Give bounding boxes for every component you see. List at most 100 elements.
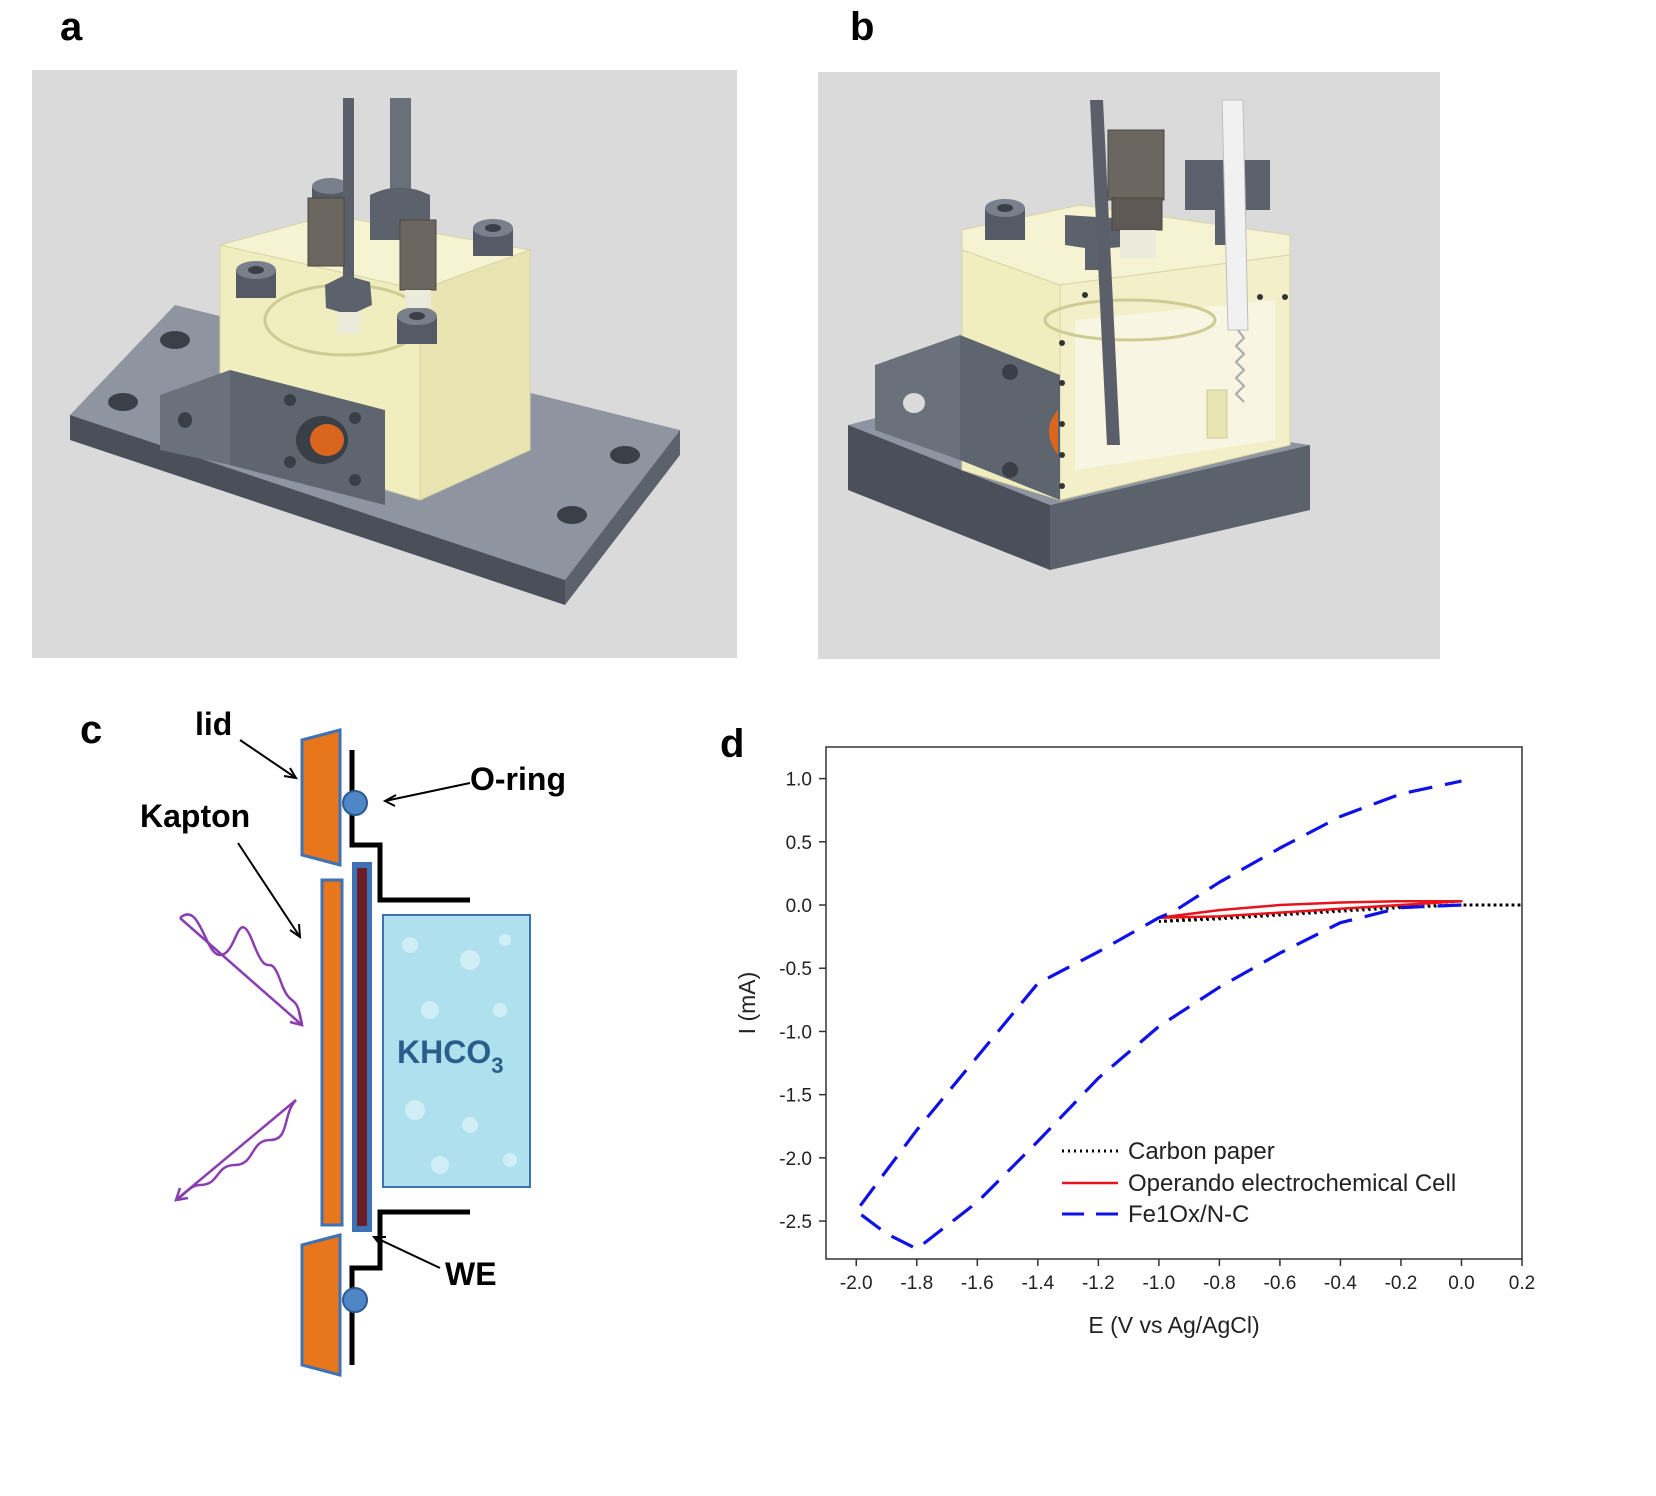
x-tick-label: -0.6 [1264,1273,1297,1294]
y-tick-label: -2.0 [779,1149,812,1170]
x-axis-label: E (V vs Ag/AgCl) [1088,1312,1259,1338]
kapton-window [320,878,344,1227]
hex-nut [325,275,372,315]
window-plate [960,335,1060,500]
legend-label-fe1ox: Fe1Ox/N-C [1128,1201,1249,1228]
hex-fitting [1107,129,1165,201]
panel-a-render [32,70,737,658]
series-line-carbon-paper [1158,903,1524,923]
inner-post [1206,389,1228,439]
x-tick-label: -1.0 [1142,1273,1175,1294]
top-screw [985,199,1025,240]
plate-screw [1002,462,1018,478]
x-tick-label: -1.8 [900,1273,933,1294]
legend-label-operando-cell: Operando electrochemical Cell [1128,1170,1456,1197]
y-tick-label: 1.0 [786,770,812,791]
series-line-fe1ox-n-c [854,779,1462,1251]
hex-fitting [307,197,345,267]
base-plate-front [70,415,565,605]
y-axis-ticks: 1.0 0.5 0.0 -0.5 -1.0 -1.5 -2.0 -2.5 [779,770,826,1233]
electrode-rod [390,98,411,208]
fitting-sleeve [1120,230,1156,258]
window-kapton [1049,410,1058,455]
fitting-sleeve [405,290,431,308]
base-hole [108,393,138,411]
base-block-side [1050,445,1310,570]
base-block-front [848,425,1050,570]
bracket-hole [178,412,192,428]
x-tick-label: -1.2 [1082,1273,1115,1294]
leader-arrows [237,739,471,1269]
electrolyte-subscript: 3 [491,1053,503,1078]
oring-bottom [342,1287,368,1313]
plate-screw [349,474,361,486]
electrode-rod [343,98,354,280]
base-hole [160,331,190,349]
y-tick-label: -1.5 [779,1086,812,1107]
panel-d-chart: d -2.0 -1.8 -1.6 -1.4 -1.2 -1.0 -0.8 -0.6 -0.4 -0… [720,722,1535,1338]
y-tick-label: -2.5 [779,1212,812,1233]
electrode-rod [1090,100,1120,445]
y-tick-label: -1.0 [779,1022,812,1043]
x-tick-label: -0.2 [1385,1273,1418,1294]
top-screw [473,219,513,256]
working-electrode-core [357,868,367,1226]
plate-screw [284,394,296,406]
plate-screw [349,412,361,424]
electrolyte-label: KHCO3 [397,1034,503,1078]
x-tick-label: -0.4 [1324,1273,1357,1294]
top-screw [397,307,437,344]
plot-frame [825,746,1523,1260]
cell-body-right [419,249,531,501]
oring-top [342,790,368,816]
plate-screw [1002,364,1018,380]
x-tick-label: -1.6 [961,1273,994,1294]
x-tick-label: -2.0 [840,1273,873,1294]
window-kapton [310,424,344,456]
incident-xray-icon [179,913,304,1027]
lid-label: lid [195,706,232,742]
y-tick-label: 0.5 [786,833,812,854]
plate-screw [284,456,296,468]
seal-dots [1059,292,1288,489]
panel-b-render [818,72,1440,659]
window-bracket [160,370,230,465]
series-line-operando-electrochemical-cell [1158,899,1463,919]
base-plate-side [565,430,680,605]
we-label: WE [445,1256,497,1292]
fitting-sleeve [338,312,360,334]
lid-bottom [300,1233,342,1377]
panel-c-label: c [80,708,102,752]
x-tick-label: -0.8 [1203,1273,1236,1294]
y-tick-label: -0.5 [779,959,812,980]
panel-b-label: b [850,5,875,49]
panel-a-label: a [60,5,83,49]
y-axis-label: I (mA) [734,972,760,1035]
top-screw [236,261,276,298]
cell-oring-groove [1043,298,1217,342]
x-tick-label: 0.2 [1509,1273,1535,1294]
lid-top [300,728,342,867]
reference-electrode [1221,99,1249,331]
bubbles [402,934,517,1174]
x-tick-label: -1.4 [1021,1273,1054,1294]
bracket-hole [903,393,925,413]
x-axis-ticks: -2.0 -1.8 -1.6 -1.4 -1.2 -1.0 -0.8 -0.6 -0.4 -0.2… [840,1259,1535,1294]
y-tick-label: 0.0 [786,896,812,917]
kapton-label: Kapton [140,798,250,834]
chart-legend: Carbon paper Operando electrochemical Ce… [1062,1138,1456,1228]
fluorescence-xray-icon [174,1099,297,1202]
reference-wire [1234,329,1246,403]
x-tick-label: 0.0 [1448,1273,1474,1294]
panel-c-schematic: c KHCO3 lid O-ring Kapton WE [80,706,566,1377]
chart-series [854,779,1524,1251]
panel-d-label: d [720,722,744,766]
base-hole [610,446,640,464]
hex-fitting [399,219,437,291]
electrolyte-box [382,914,531,1188]
base-hole [557,506,587,524]
legend-label-carbon-paper: Carbon paper [1128,1138,1275,1165]
oring-label: O-ring [470,761,566,797]
hex-fitting [1111,197,1163,231]
